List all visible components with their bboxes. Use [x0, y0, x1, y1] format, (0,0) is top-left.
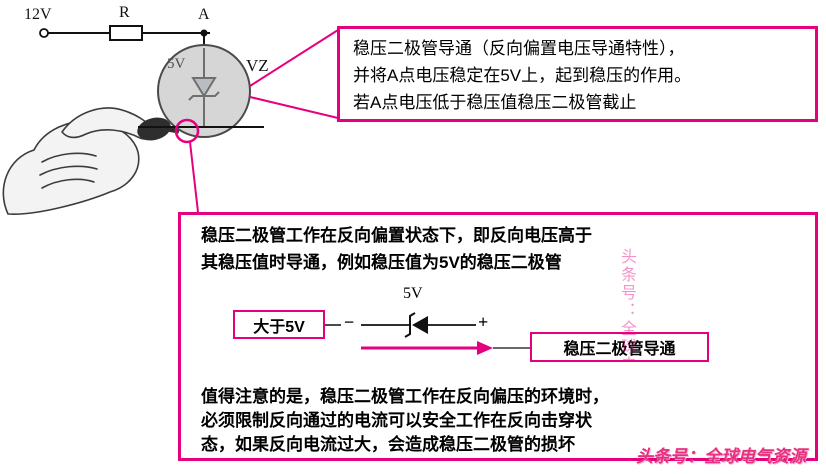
detail-note-line: 态，如果反向电流过大，会造成稳压二极管的损坏	[201, 435, 575, 454]
diode-zener-bar	[404, 312, 416, 338]
condition-label: 大于5V	[253, 318, 305, 336]
hand-finger-line	[41, 152, 97, 163]
supply-voltage-label: 12V	[24, 6, 52, 23]
hand-finger-line	[41, 178, 95, 189]
highlight-circle	[174, 118, 200, 144]
watermark-vertical: 头条号：全球电气资源	[618, 248, 635, 362]
callout-wedge-line-top	[249, 29, 339, 87]
minus-sign: −	[344, 312, 355, 332]
pointer-line-to-detail-box	[189, 141, 199, 213]
current-arrow-head	[477, 341, 493, 355]
diode-triangle	[412, 316, 428, 334]
hand-illustration	[2, 107, 154, 215]
result-label: 稳压二极管导通	[563, 341, 676, 358]
detail-note-line: 值得注意的是，稳压二极管工作在反向偏压的环境时，	[201, 387, 609, 406]
detail-intro-text: 稳压二极管工作在反向偏置状态下，即反向电压高于 其稳压值时导通，例如稳压值为5V…	[201, 222, 592, 276]
node-a-label: A	[198, 6, 210, 23]
detail-intro-line: 其稳压值时导通，例如稳压值为5V的稳压二极管	[201, 253, 562, 272]
detail-note-line: 必须限制反向通过的电流可以安全工作在反向击穿状	[201, 411, 592, 430]
plus-sign: +	[478, 312, 489, 332]
detail-note-text: 值得注意的是，稳压二极管工作在反向偏压的环境时， 必须限制反向通过的电流可以安全…	[201, 385, 609, 457]
magnifier-body	[137, 117, 171, 141]
callout-wedge-line-bottom	[249, 96, 339, 119]
resistor-label: R	[119, 4, 130, 21]
zener-voltage-label: 5V	[167, 56, 186, 72]
top-callout-line: 稳压二极管导通（反向偏置电压导通特性），	[353, 39, 685, 58]
top-callout-line: 并将A点电压稳定在5V上，起到稳压的作用。	[353, 66, 692, 85]
detail-callout-box: 稳压二极管工作在反向偏置状态下，即反向电压高于 其稳压值时导通，例如稳压值为5V…	[178, 212, 818, 461]
diode-voltage-label: 5V	[403, 285, 423, 302]
result-label-box: 稳压二极管导通	[530, 332, 709, 362]
zener-symbol-magnified	[188, 48, 220, 127]
resistor-symbol	[109, 25, 143, 41]
zener-ref-label: VZ	[246, 56, 269, 75]
watermark-bottom: 头条号：全球电气资源	[636, 447, 806, 466]
zener-triangle	[191, 77, 217, 98]
top-callout-line: 若A点电压低于稳压值稳压二极管截止	[353, 93, 637, 112]
top-callout-box: 稳压二极管导通（反向偏置电压导通特性）， 并将A点电压稳定在5V上，起到稳压的作…	[337, 26, 818, 122]
hand-finger-line	[39, 165, 98, 176]
supply-terminal	[39, 28, 49, 38]
detail-intro-line: 稳压二极管工作在反向偏置状态下，即反向电压高于	[201, 226, 592, 245]
condition-label-box: 大于5V	[233, 310, 325, 339]
